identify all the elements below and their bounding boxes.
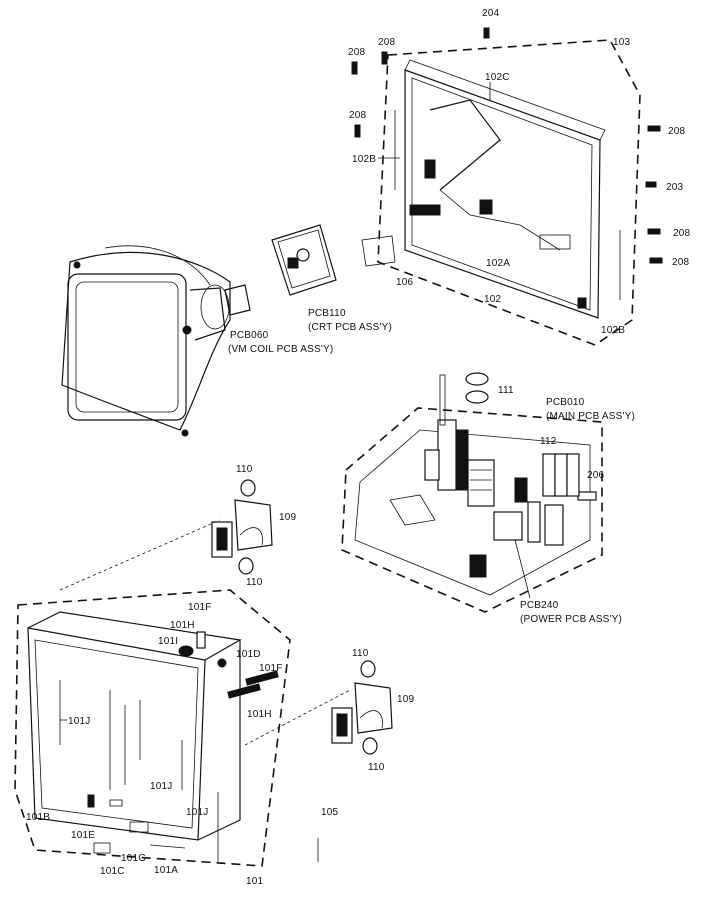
front-small-parts — [178, 631, 279, 699]
label-pcb060-desc: (VM COIL PCB ASS'Y) — [228, 344, 333, 355]
label-101g: 101G — [121, 853, 146, 864]
label-208: 208 — [668, 126, 686, 137]
label-101d: 101D — [236, 649, 261, 660]
label-102: 102 — [484, 294, 502, 305]
label-102b: 102B — [352, 154, 376, 165]
label-102c: 102C — [485, 72, 510, 83]
screw-icon — [645, 181, 657, 188]
label-208: 208 — [349, 110, 367, 121]
label-109: 109 — [397, 694, 415, 705]
label-101h: 101H — [247, 709, 272, 720]
label-102a: 102A — [486, 258, 510, 269]
label-110: 110 — [246, 577, 263, 588]
main-pcb — [341, 374, 603, 613]
crt-pcb — [271, 224, 337, 296]
part-106 — [361, 235, 396, 267]
label-206: 206 — [587, 470, 605, 481]
screws-208 — [351, 27, 663, 264]
label-111: 111 — [498, 385, 514, 396]
label-pcb110-desc: (CRT PCB ASS'Y) — [308, 322, 392, 333]
label-pcb110: PCB110 — [308, 308, 346, 319]
label-101j: 101J — [150, 781, 173, 792]
label-101h: 101H — [170, 620, 195, 631]
label-208: 208 — [348, 47, 366, 58]
label-101a: 101A — [154, 865, 178, 876]
label-109: 109 — [279, 512, 297, 523]
label-101f: 101F — [188, 602, 212, 613]
label-pcb010-desc: (MAIN PCB ASS'Y) — [546, 411, 635, 422]
rear-cabinet — [377, 39, 641, 346]
label-pcb240: PCB240 — [520, 600, 559, 611]
label-101i: 101I — [158, 636, 178, 647]
label-208: 208 — [378, 37, 396, 48]
part-111-ring — [465, 372, 489, 386]
label-101f: 101F — [259, 663, 283, 674]
screw-icon — [381, 51, 388, 65]
screw-icon — [647, 125, 661, 132]
label-208: 208 — [672, 257, 690, 268]
label-103: 103 — [613, 37, 631, 48]
label-pcb060: PCB060 — [230, 330, 269, 341]
screw-icon — [354, 124, 361, 138]
label-pcb240-desc: (POWER PCB ASS'Y) — [520, 614, 622, 625]
label-112: 112 — [540, 436, 557, 447]
screw-icon — [351, 61, 358, 75]
screw-icon — [483, 27, 490, 39]
picture-tube — [61, 245, 251, 437]
part-112-heatsinks — [542, 453, 580, 497]
screw-icon — [649, 257, 663, 264]
label-110: 110 — [352, 648, 369, 659]
label-101c: 101C — [100, 866, 125, 877]
label-106: 106 — [396, 277, 414, 288]
label-203: 203 — [666, 182, 684, 193]
label-110: 110 — [236, 464, 253, 475]
bracket-109-lower — [331, 660, 393, 755]
label-pcb010: PCB010 — [546, 397, 585, 408]
label-101j: 101J — [186, 807, 209, 818]
label-105: 105 — [321, 807, 339, 818]
label-208: 208 — [673, 228, 691, 239]
screw-icon — [647, 228, 661, 235]
bracket-109-upper — [211, 479, 273, 575]
label-101j: 101J — [68, 716, 91, 727]
part-111-ring — [465, 390, 489, 404]
front-cabinet — [14, 589, 291, 867]
label-102b: 102B — [601, 325, 625, 336]
label-110: 110 — [368, 762, 385, 773]
label-101: 101 — [246, 876, 264, 887]
label-101e: 101E — [71, 830, 95, 841]
label-204: 204 — [482, 8, 500, 19]
label-101b: 101B — [26, 812, 50, 823]
